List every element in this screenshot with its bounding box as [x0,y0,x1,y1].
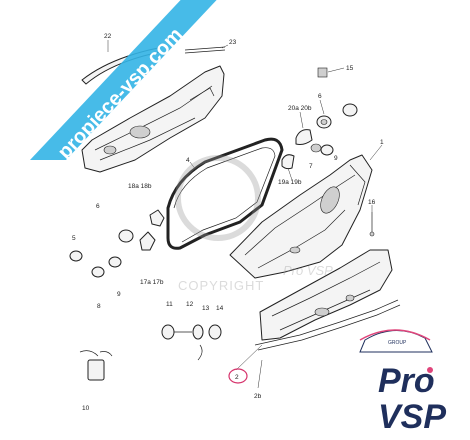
callout-13: 13 [202,305,210,312]
callout-4: 4 [186,157,190,164]
callout-9a: 9 [334,155,338,162]
logo-bottom: VSP [378,398,446,436]
part-23-rod [184,46,226,54]
part-5-grommet-left [69,250,83,262]
watermark-brand: Pro VSP [283,263,333,278]
logo-top: Pro [378,362,435,400]
callout-20: 20a 20b [288,105,312,112]
part-6-bumper-lower [118,229,134,243]
part-10-connector [79,350,113,381]
part-19-striker [281,154,295,170]
callout-8: 8 [97,303,101,310]
part-5-grommet-right [342,103,358,117]
callout-numbers: 22 23 15 6 20a 20b 7 9 1 4 19a 19b 18a 1… [72,33,384,412]
part-4-seal-frame [166,137,284,250]
logo-group: GROUP [388,340,407,346]
copyright-text: COPYRIGHT [178,278,264,293]
callout-1: 1 [380,139,384,146]
part-2-lower-panel [259,249,393,341]
upper-rear-panel [81,65,225,173]
copyright-watermark: COPYRIGHT Pro VSP [175,155,333,293]
part-18-latch [149,209,165,227]
callout-9b: 9 [117,291,121,298]
callout-15: 15 [346,65,354,72]
callout-18: 18a 18b [128,183,152,190]
callout-2: 2 [235,374,239,381]
callout-7: 7 [309,163,313,170]
part-8-plug [91,266,105,278]
part-20-hinge [295,129,313,145]
leader-lines [107,40,383,389]
callout-22: 22 [104,33,112,40]
part-7-bolt [310,143,322,153]
callout-23: 23 [229,39,237,46]
callout-2b: 2b [254,393,262,400]
callout-16: 16 [368,199,376,206]
part-9-nut-upper [320,144,334,156]
part-15-clip [317,67,328,78]
callout-17: 17a 17b [140,279,164,286]
part-9-nut-lower [108,256,122,268]
callout-10: 10 [82,405,90,412]
provsp-logo: GROUP Pro VSP [359,329,446,436]
callout-6b: 6 [96,203,100,210]
callout-12: 12 [186,301,194,308]
part-16-pin [369,212,375,237]
part-17-hinge-lower [139,231,156,251]
callout-19: 19a 19b [278,179,302,186]
callout-6a: 6 [318,93,322,100]
callout-2-highlight: 2 [228,368,248,384]
callout-11: 11 [166,301,173,308]
part-1-liftgate [229,154,373,279]
part-6-bumper-upper [316,115,332,129]
part-2b-seal [254,299,401,351]
callout-5: 5 [72,235,76,242]
parts-11-14-fasteners [161,324,222,361]
callout-14: 14 [216,305,224,312]
